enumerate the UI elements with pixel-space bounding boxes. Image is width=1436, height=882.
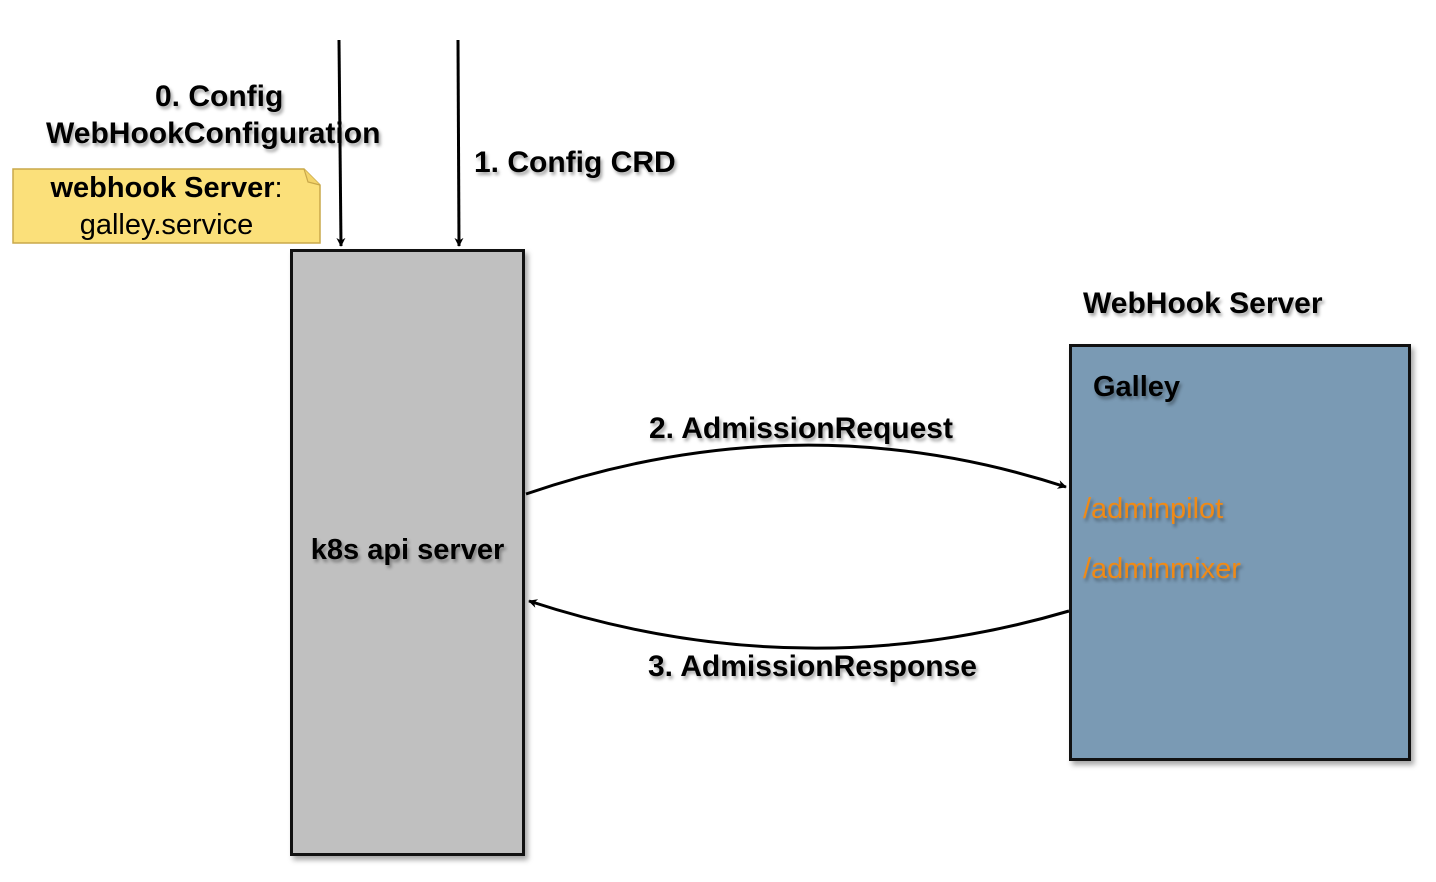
arrow-step1 — [454, 39, 464, 247]
webhook-server-note: webhook Server: galley.service — [12, 168, 321, 244]
note-separator: : — [274, 172, 283, 204]
step0-label-line2: WebHookConfiguration — [46, 117, 381, 150]
k8s-api-server-box: k8s api server — [290, 249, 525, 856]
step3-label: 3. AdmissionResponse — [648, 650, 977, 683]
route-adminpilot: /adminpilot — [1083, 493, 1224, 525]
galley-title: Galley — [1093, 371, 1181, 403]
note-key: webhook Server — [50, 172, 275, 204]
note-shape — [12, 168, 321, 244]
arrow-step0 — [336, 39, 346, 247]
step1-label: 1. Config CRD — [474, 146, 676, 179]
step2-label: 2. AdmissionRequest — [649, 412, 953, 445]
galley-box: Galley /adminpilot /adminmixer — [1069, 344, 1411, 761]
arrow-admission-request — [525, 443, 1067, 496]
k8s-api-server-label: k8s api server — [310, 534, 505, 566]
arrow-admission-response — [528, 599, 1070, 650]
step0-label-line1: 0. Config — [155, 80, 284, 113]
route-adminmixer: /adminmixer — [1083, 553, 1241, 585]
note-value: galley.service — [79, 209, 254, 241]
webhook-server-title: WebHook Server — [1083, 287, 1323, 320]
